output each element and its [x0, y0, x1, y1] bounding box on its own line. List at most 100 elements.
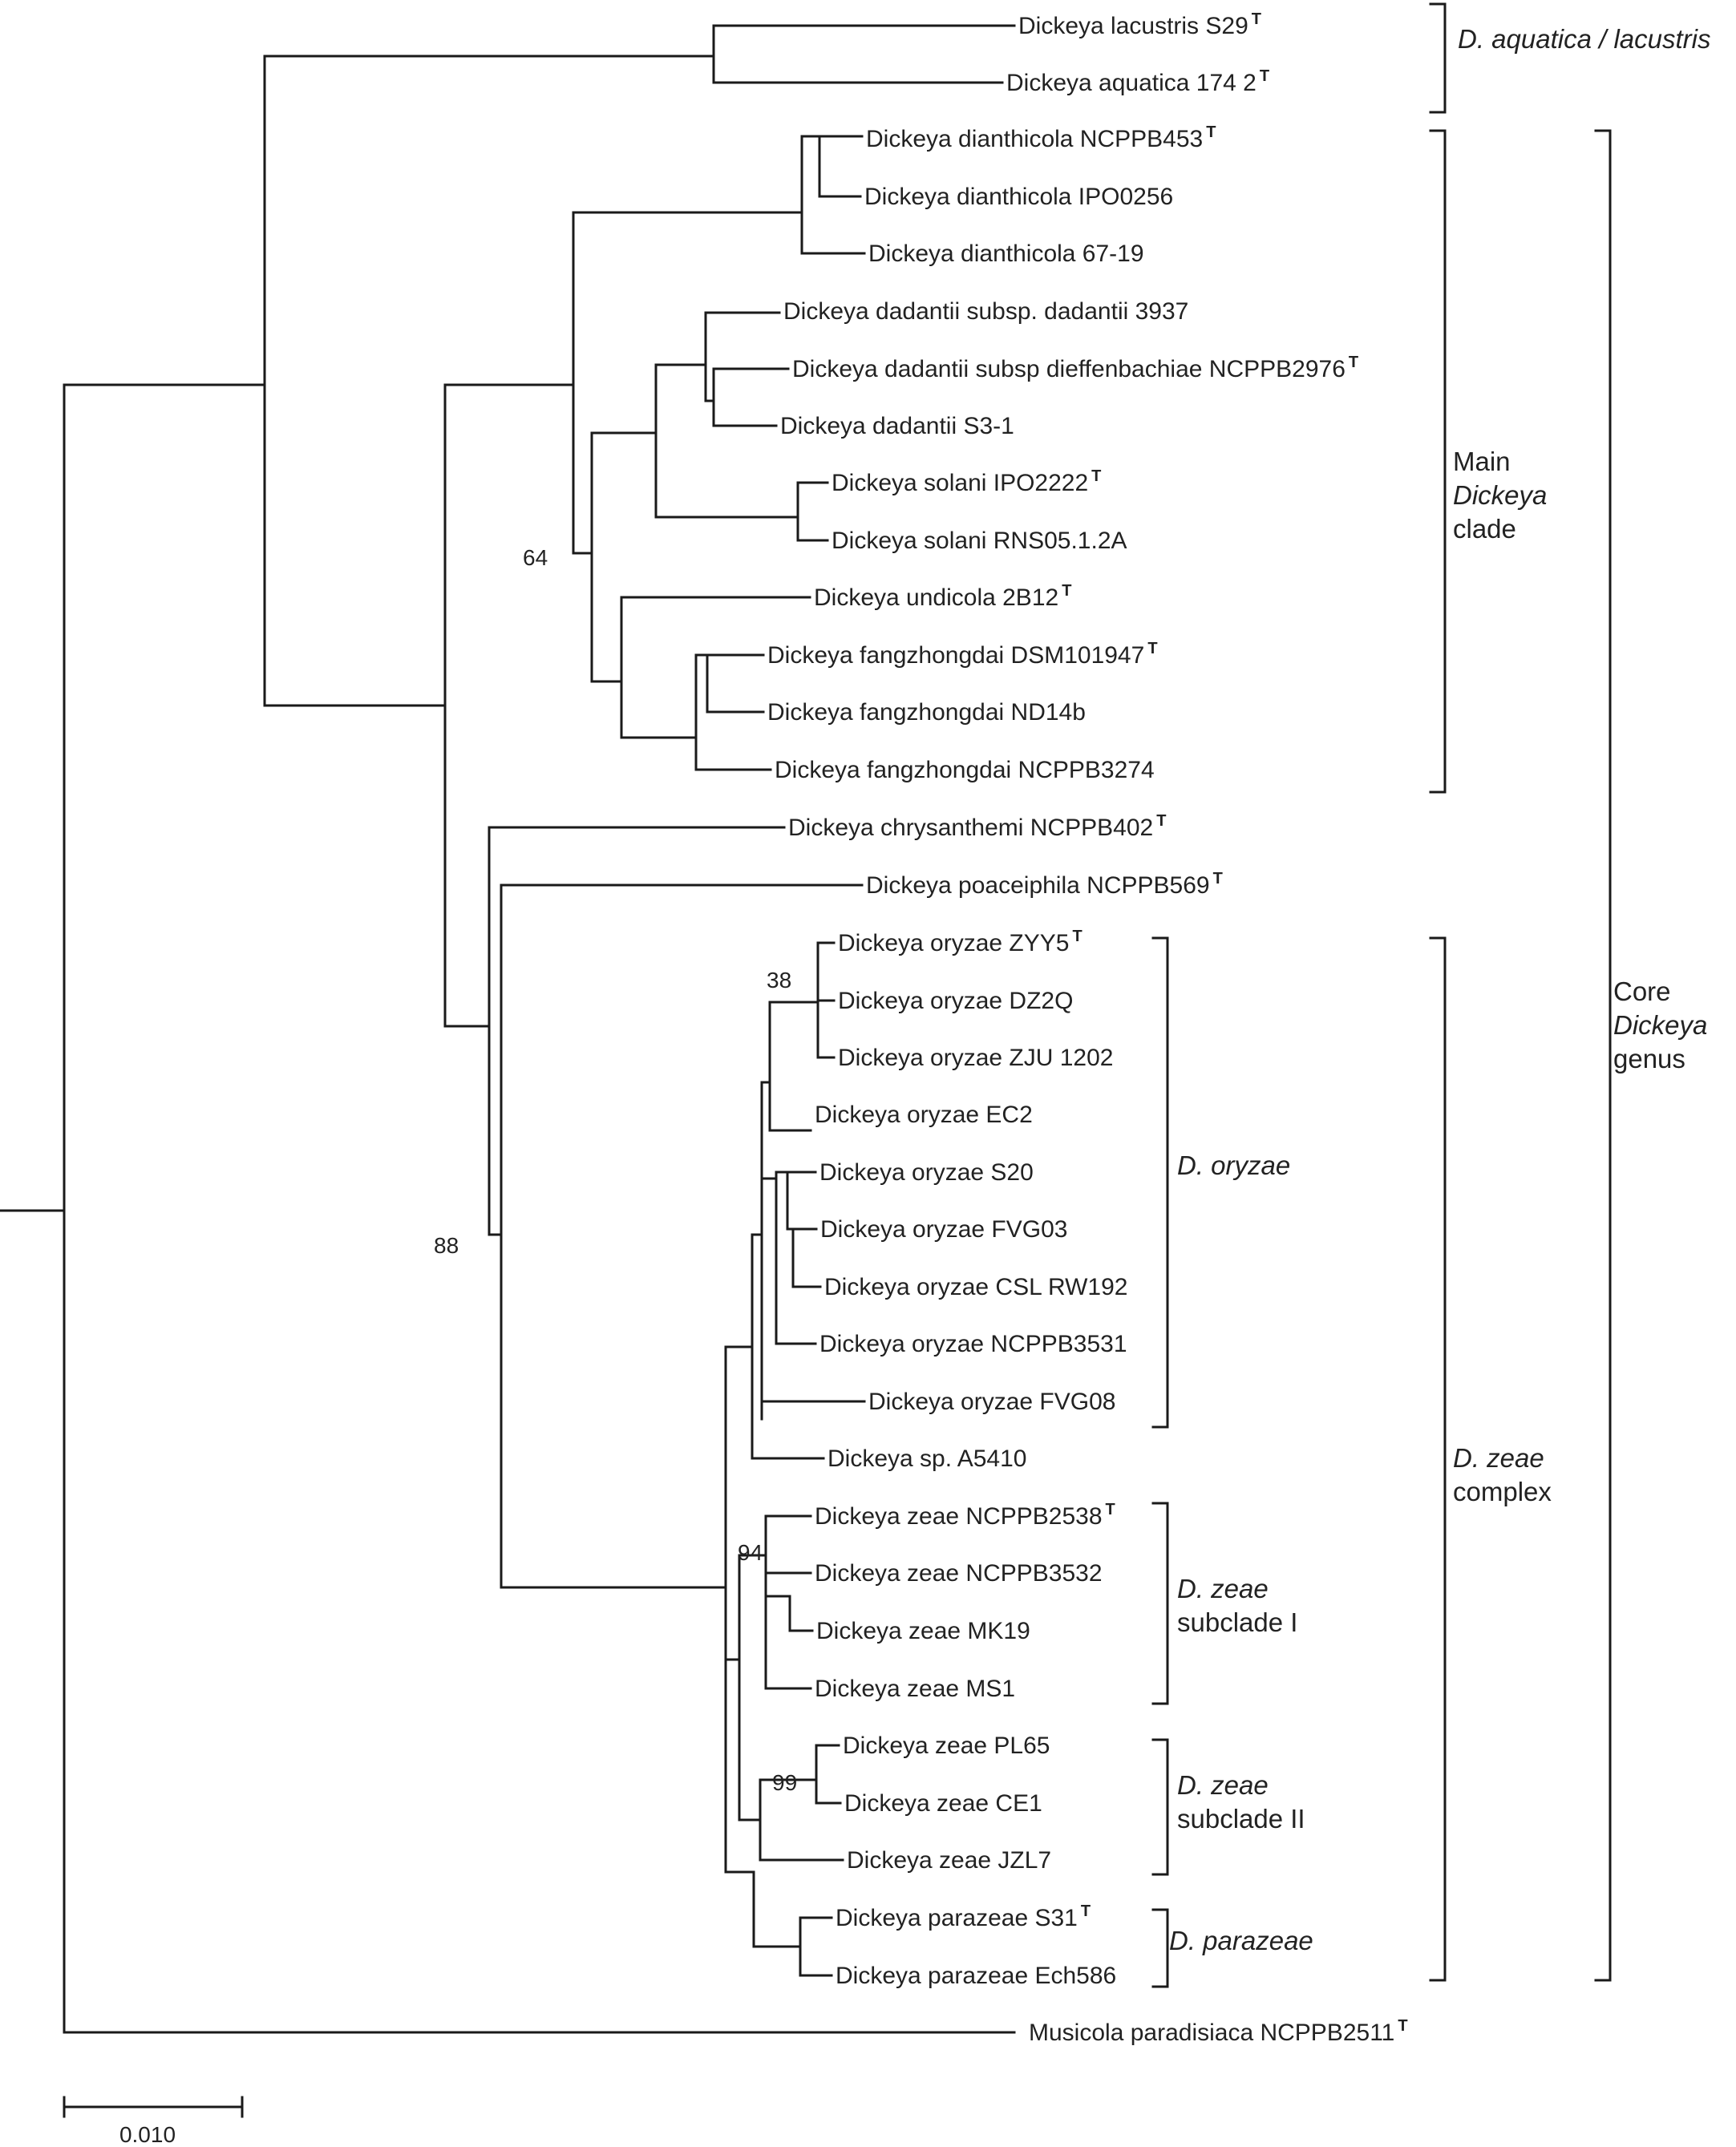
- leaf-label-dad1: Dickeya dadantii subsp. dadantii 3937: [783, 298, 1188, 325]
- type-strain-marker: T: [1260, 67, 1269, 85]
- scale-bar-label: 0.010: [119, 2122, 176, 2147]
- type-strain-marker: T: [1106, 1501, 1115, 1518]
- leaf-name: Dickeya chrysanthemi NCPPB402: [788, 815, 1153, 841]
- leaf-name: Dickeya undicola 2B12: [814, 584, 1058, 611]
- leaf-name: Dickeya parazeae Ech586: [836, 1963, 1116, 1989]
- leaf-name: Dickeya oryzae ZYY5: [838, 930, 1069, 956]
- leaf-label-dia3: Dickeya dianthicola 67-19: [868, 241, 1144, 267]
- leaf-name: Dickeya oryzae CSL RW192: [824, 1274, 1128, 1300]
- leaf-label-ory3: Dickeya oryzae ZJU 1202: [838, 1045, 1113, 1071]
- leaf-label-dad2: Dickeya dadantii subsp dieffenbachiae NC…: [792, 354, 1358, 382]
- leaf-label-fan3: Dickeya fangzhongdai NCPPB3274: [775, 757, 1155, 783]
- group-label: Dickeya: [1453, 480, 1547, 510]
- type-strain-marker: T: [1062, 582, 1071, 600]
- bootstrap-value-99: 99: [772, 1770, 797, 1795]
- leaf-label-zea6: Dickeya zeae CE1: [844, 1790, 1042, 1817]
- leaf-name: Dickeya zeae MK19: [816, 1618, 1030, 1644]
- group-label: subclade II: [1177, 1804, 1305, 1834]
- leaf-name: Dickeya sp. A5410: [828, 1445, 1026, 1472]
- group-label: D. zeae: [1177, 1574, 1269, 1603]
- group-label: D. aquatica / lacustris: [1458, 24, 1710, 54]
- leaf-label-dia2: Dickeya dianthicola IPO0256: [864, 184, 1173, 210]
- group-label: D. parazeae: [1169, 1926, 1313, 1955]
- leaf-name: Dickeya zeae NCPPB2538: [815, 1503, 1103, 1530]
- type-strain-marker: T: [1252, 10, 1261, 28]
- leaf-label-ory9: Dickeya oryzae FVG08: [868, 1389, 1115, 1415]
- leaf-name: Dickeya fangzhongdai NCPPB3274: [775, 757, 1155, 783]
- leaf-label-fan2: Dickeya fangzhongdai ND14b: [767, 699, 1086, 726]
- type-strain-marker: T: [1147, 640, 1157, 657]
- leaf-name: Dickeya solani IPO2222: [832, 470, 1088, 496]
- scale-bar: 0.010: [63, 2096, 244, 2147]
- leaf-name: Dickeya zeae JZL7: [847, 1847, 1051, 1874]
- leaf-label-ory4: Dickeya oryzae EC2: [815, 1102, 1033, 1128]
- leaf-name: Dickeya zeae NCPPB3532: [815, 1560, 1103, 1587]
- type-strain-marker: T: [1349, 354, 1358, 371]
- leaf-name: Dickeya dianthicola 67-19: [868, 241, 1144, 267]
- group-label: complex: [1453, 1477, 1552, 1506]
- group-label: clade: [1453, 514, 1516, 544]
- leaf-name: Dickeya dadantii subsp. dadantii 3937: [783, 298, 1188, 325]
- bootstrap-value-38: 38: [767, 968, 791, 993]
- leaf-label-par2: Dickeya parazeae Ech586: [836, 1963, 1116, 1989]
- leaf-name: Dickeya oryzae DZ2Q: [838, 988, 1073, 1014]
- leaf-label-ory6: Dickeya oryzae FVG03: [820, 1216, 1067, 1243]
- type-strain-marker: T: [1206, 123, 1216, 141]
- leaf-label-zea2: Dickeya zeae NCPPB3532: [815, 1560, 1103, 1587]
- leaf-name: Dickeya parazeae S31: [836, 1905, 1078, 1931]
- leaf-label-dad3: Dickeya dadantii S3-1: [780, 413, 1014, 439]
- leaf-name: Dickeya solani RNS05.1.2A: [832, 528, 1127, 554]
- leaf-name: Dickeya dadantii S3-1: [780, 413, 1014, 439]
- leaf-name: Dickeya dianthicola NCPPB453: [866, 126, 1203, 152]
- group-label: D. oryzae: [1177, 1150, 1290, 1180]
- leaf-name: Dickeya zeae PL65: [843, 1733, 1050, 1759]
- leaf-label-ory5: Dickeya oryzae S20: [819, 1159, 1034, 1186]
- group-bracket-aqua_lac: D. aquatica / lacustris: [1429, 2, 1710, 114]
- type-strain-marker: T: [1072, 928, 1082, 945]
- group-label: D. zeae: [1453, 1443, 1544, 1473]
- leaf-name: Dickeya oryzae EC2: [815, 1102, 1033, 1128]
- leaf-name: Dickeya oryzae FVG08: [868, 1389, 1115, 1415]
- leaf-label-zea7: Dickeya zeae JZL7: [847, 1847, 1051, 1874]
- leaf-label-zea5: Dickeya zeae PL65: [843, 1733, 1050, 1759]
- leaf-name: Musicola paradisiaca NCPPB2511: [1029, 2020, 1394, 2046]
- leaf-name: Dickeya oryzae ZJU 1202: [838, 1045, 1113, 1071]
- group-brackets: D. aquatica / lacustrisMainDickeyacladeD…: [1151, 2, 1710, 1988]
- leaf-name: Dickeya lacustris S29: [1018, 13, 1248, 39]
- type-strain-marker: T: [1213, 870, 1223, 888]
- leaf-label-zea4: Dickeya zeae MS1: [815, 1676, 1015, 1702]
- leaf-name: Dickeya oryzae NCPPB3531: [819, 1331, 1127, 1357]
- group-label: Main: [1453, 447, 1511, 476]
- leaf-label-ory7: Dickeya oryzae CSL RW192: [824, 1274, 1128, 1300]
- type-strain-marker: T: [1156, 812, 1166, 830]
- group-label: Core: [1613, 976, 1671, 1006]
- leaf-name: Dickeya zeae MS1: [815, 1676, 1015, 1702]
- leaf-name: Dickeya aquatica 174 2: [1006, 70, 1256, 96]
- leaf-name: Dickeya fangzhongdai ND14b: [767, 699, 1086, 726]
- leaf-name: Dickeya dadantii subsp dieffenbachiae NC…: [792, 356, 1346, 382]
- leaf-label-ory8: Dickeya oryzae NCPPB3531: [819, 1331, 1127, 1357]
- type-strain-marker: T: [1091, 467, 1101, 485]
- group-bracket-oryzae: D. oryzae: [1151, 936, 1290, 1429]
- leaf-name: Dickeya fangzhongdai DSM101947: [767, 642, 1144, 669]
- leaf-name: Dickeya poaceiphila NCPPB569: [866, 872, 1210, 899]
- tree-branches: [0, 24, 1016, 2034]
- type-strain-marker: T: [1081, 1902, 1091, 1920]
- group-label: Dickeya: [1613, 1010, 1707, 1040]
